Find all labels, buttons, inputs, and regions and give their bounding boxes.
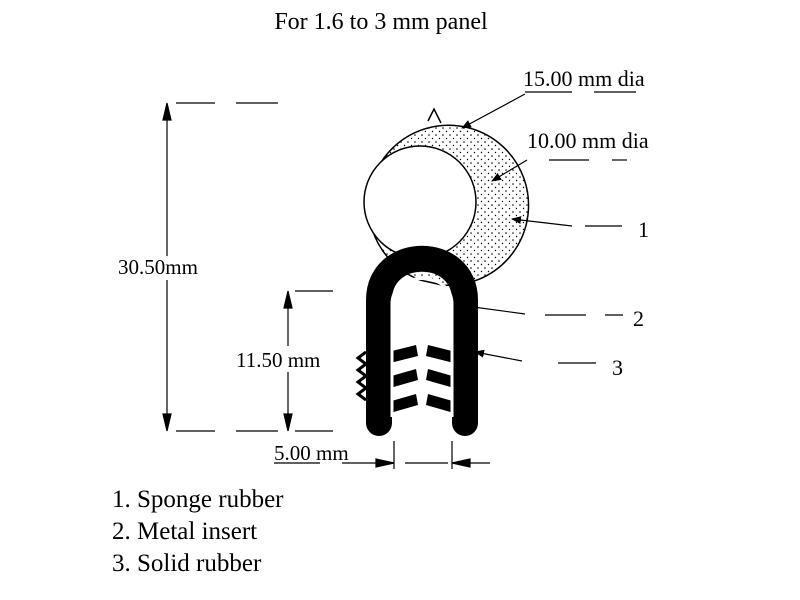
- callout-3: 3: [612, 355, 623, 380]
- u-height-label: 11.50 mm: [236, 348, 321, 372]
- u-height-dimension: [283, 290, 333, 432]
- callout-2: 2: [633, 306, 644, 331]
- legend-item-sponge-rubber: 1. Sponge rubber: [112, 486, 284, 513]
- total-height-dimension: [162, 102, 278, 432]
- metal-insert: [390, 277, 454, 417]
- outer-diameter-label: 15.00 mm dia: [523, 66, 645, 91]
- solid-rubber-profile: [355, 245, 478, 436]
- legend-item-solid-rubber: 3. Solid rubber: [112, 550, 262, 577]
- width-label: 5.00 mm: [274, 441, 349, 465]
- legend-item-metal-insert: 2. Metal insert: [112, 518, 258, 545]
- inner-diameter-label: 10.00 mm dia: [527, 128, 649, 153]
- callout-1: 1: [638, 217, 649, 242]
- total-height-label: 30.50mm: [118, 255, 198, 279]
- sponge-rubber-bulb: [363, 107, 530, 287]
- text-underlines: [274, 91, 636, 464]
- leader-lines: [461, 93, 623, 364]
- drawing-title: For 1.6 to 3 mm panel: [274, 9, 488, 35]
- width-dimension: [342, 441, 490, 469]
